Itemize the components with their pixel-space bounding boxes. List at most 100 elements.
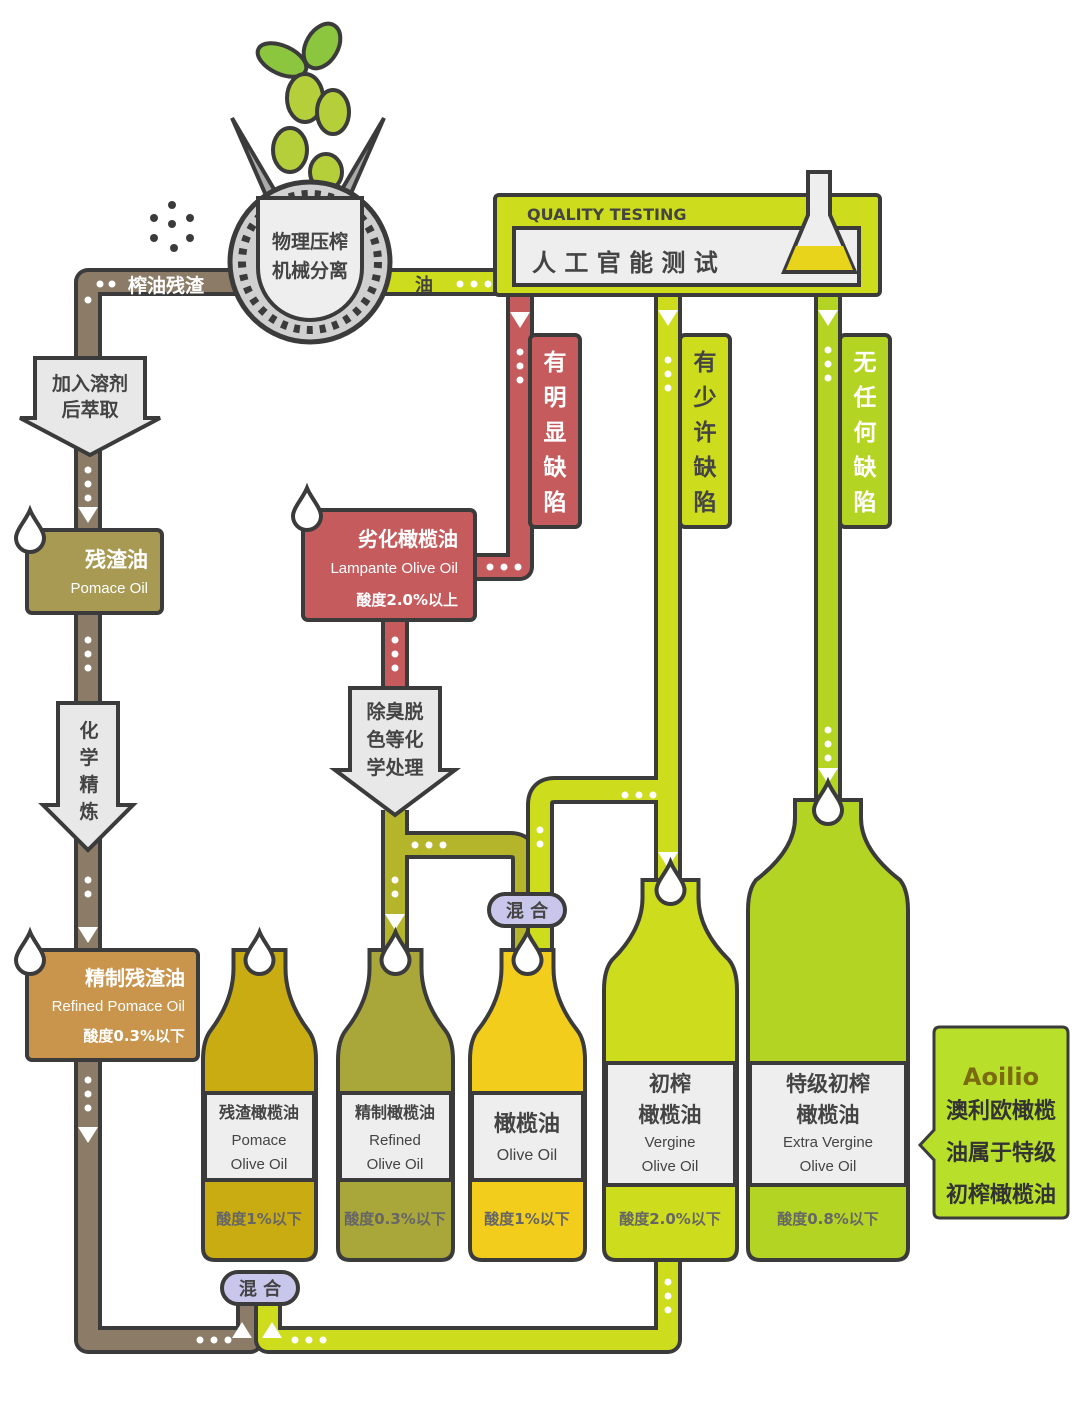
flow-dot bbox=[824, 754, 832, 762]
flow-dot bbox=[824, 726, 832, 734]
label: 精 bbox=[79, 773, 98, 796]
flow-dot bbox=[84, 664, 92, 672]
label: 橄榄油 bbox=[494, 1111, 560, 1137]
label: Extra Vergine bbox=[783, 1134, 873, 1151]
flow-dot bbox=[824, 346, 832, 354]
flow-dot bbox=[456, 280, 464, 288]
flow-arrow-icon bbox=[658, 310, 678, 326]
flow-dot bbox=[391, 636, 399, 644]
pomace-pipe bbox=[78, 272, 260, 1350]
dots-icon bbox=[150, 201, 194, 252]
defect-pipe-obvious bbox=[470, 295, 530, 577]
flow-dot bbox=[391, 664, 399, 672]
label: 陷 bbox=[854, 489, 877, 516]
flow-dot bbox=[484, 280, 492, 288]
flow-dot bbox=[439, 841, 447, 849]
press-label: 物理压榨 bbox=[272, 230, 348, 253]
flow-arrow-icon bbox=[78, 1127, 98, 1143]
flow-arrow-icon bbox=[385, 914, 405, 930]
label: 精制橄榄油 bbox=[355, 1103, 435, 1122]
oil-drop-icon bbox=[511, 926, 544, 976]
flow-dot bbox=[305, 1336, 313, 1344]
label: Refined Pomace Oil bbox=[52, 998, 185, 1015]
label: 后萃取 bbox=[61, 398, 118, 421]
label: 劣化橄榄油 bbox=[358, 527, 458, 551]
flow-dot bbox=[649, 791, 657, 799]
bottle-1-label bbox=[338, 1091, 453, 1182]
flow-dot bbox=[470, 280, 478, 288]
label: 缺 bbox=[544, 454, 568, 481]
label: Olive Oil bbox=[800, 1158, 857, 1175]
label: 精制残渣油 bbox=[85, 966, 185, 990]
lampante-oil-box bbox=[301, 508, 477, 622]
label: Vergine bbox=[645, 1134, 696, 1151]
flow-dot bbox=[84, 890, 92, 898]
label: 残渣油 bbox=[85, 548, 148, 572]
flow-dot bbox=[824, 360, 832, 368]
label: Olive Oil bbox=[231, 1156, 288, 1173]
flow-dot bbox=[516, 376, 524, 384]
flow-dot bbox=[210, 1336, 218, 1344]
acidity-label: 酸度1%以下 bbox=[484, 1210, 569, 1228]
flow-dot bbox=[84, 1076, 92, 1084]
deodorize-arrow bbox=[329, 686, 461, 818]
press-machine: 物理压榨 机械分离 bbox=[227, 179, 393, 345]
flow-dot bbox=[500, 563, 508, 571]
pomace-pipe-label: 榨油残渣 bbox=[128, 274, 205, 297]
label: 缺 bbox=[854, 454, 878, 481]
flow-dot bbox=[84, 876, 92, 884]
acidity-label: 酸度0.3%以下 bbox=[344, 1210, 446, 1228]
flow-dot bbox=[621, 791, 629, 799]
label: 橄榄油 bbox=[639, 1103, 702, 1127]
label: Olive Oil bbox=[642, 1158, 699, 1175]
label: 残渣橄榄油 bbox=[219, 1103, 299, 1122]
oil-drop-icon bbox=[13, 504, 47, 554]
flow-dot bbox=[824, 740, 832, 748]
chemical-refining-arrow bbox=[38, 701, 138, 853]
label: Pomace bbox=[231, 1132, 286, 1149]
defect-label-obvious bbox=[528, 333, 582, 529]
label: Refined bbox=[369, 1132, 421, 1149]
label: 加入溶剂 bbox=[51, 372, 128, 395]
label: Pomace Oil bbox=[70, 580, 148, 597]
label: 化 bbox=[79, 719, 98, 742]
extraction-arrow bbox=[19, 356, 161, 458]
flow-dot bbox=[84, 494, 92, 502]
aoilio-callout bbox=[917, 1025, 1070, 1220]
flow-dot bbox=[664, 1306, 672, 1314]
flow-dot bbox=[84, 650, 92, 658]
label: 初榨橄榄油 bbox=[946, 1182, 1056, 1208]
label: 混 合 bbox=[239, 1278, 282, 1300]
label: 橄榄油 bbox=[797, 1103, 860, 1127]
flow-dot bbox=[84, 1104, 92, 1112]
label: 缺 bbox=[694, 454, 718, 481]
flow-dot bbox=[84, 636, 92, 644]
flow-arrow-icon bbox=[510, 312, 530, 328]
label: 何 bbox=[854, 420, 877, 446]
olive-plant-icon bbox=[230, 21, 386, 203]
refined-pomace-oil-box bbox=[25, 948, 200, 1062]
shapes bbox=[13, 333, 1070, 1306]
acidity-label: 酸度1%以下 bbox=[216, 1210, 301, 1228]
flow-dot bbox=[664, 384, 672, 392]
label: 陷 bbox=[694, 489, 717, 516]
flow-dot bbox=[664, 1292, 672, 1300]
bottle-4 bbox=[746, 798, 910, 1262]
oil-pipe-label: 油 bbox=[415, 274, 433, 296]
flow-dot bbox=[84, 1090, 92, 1098]
flow-dot bbox=[536, 840, 544, 848]
label: 混 合 bbox=[506, 900, 549, 922]
flow-arrow-icon bbox=[658, 852, 678, 868]
flow-dot bbox=[411, 841, 419, 849]
bottle-3-label bbox=[604, 1061, 737, 1187]
acidity-label: 酸度0.8%以下 bbox=[777, 1210, 879, 1228]
brand-logo: Aoilio bbox=[963, 1063, 1039, 1091]
oil-drop-icon bbox=[13, 926, 47, 976]
label: 初榨 bbox=[649, 1072, 691, 1096]
quality-testing-panel: QUALITY TESTING 人 工 官 能 测 试 bbox=[493, 170, 882, 297]
label: 色等化 bbox=[366, 728, 423, 751]
flow-arrow-icon bbox=[818, 310, 838, 326]
flow-dot bbox=[824, 374, 832, 382]
flow-dot bbox=[536, 826, 544, 834]
acidity-label: 酸度2.0%以下 bbox=[619, 1210, 721, 1228]
